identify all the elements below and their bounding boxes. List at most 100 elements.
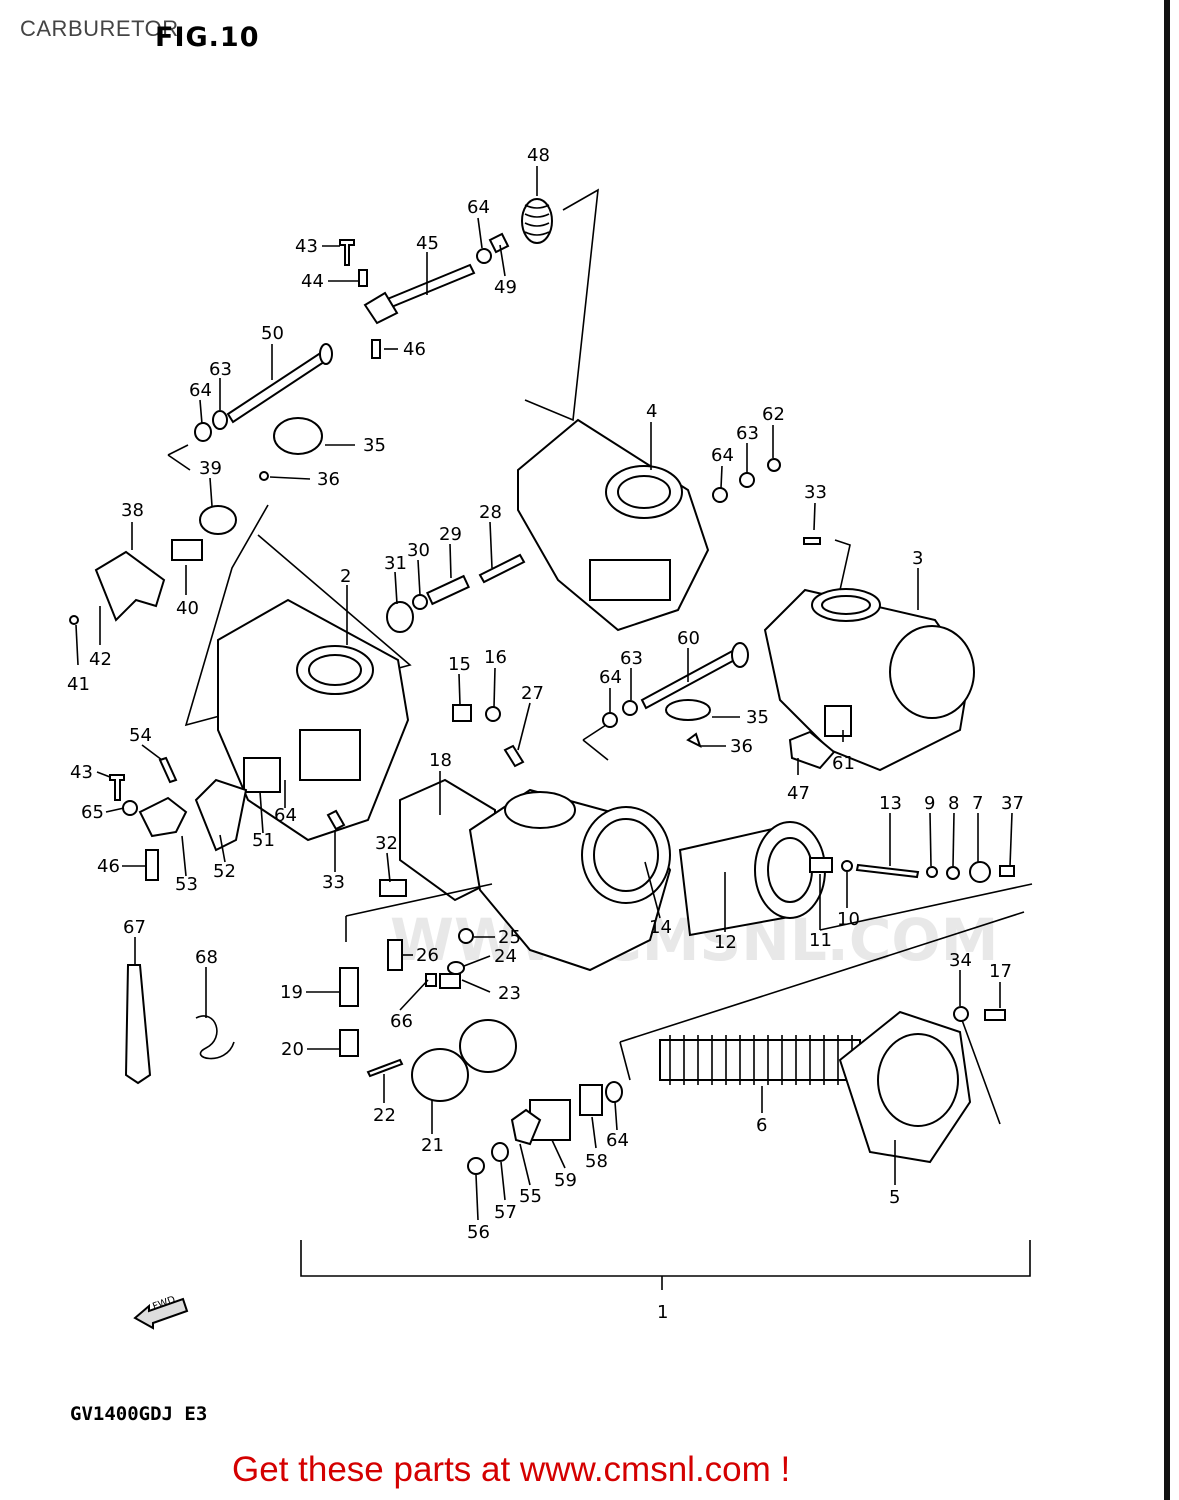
part-number-label: 34 — [949, 950, 972, 971]
fitting-part — [452, 704, 472, 722]
leader-line — [834, 539, 851, 591]
part-number-label: 39 — [199, 458, 222, 479]
part-number-label: 4 — [646, 401, 657, 422]
part-number-label: 33 — [804, 482, 827, 503]
part-number-label: 57 — [494, 1202, 517, 1223]
rod-part — [961, 1019, 1001, 1125]
part-number-label: 16 — [484, 647, 507, 668]
part-number-label: 15 — [448, 654, 471, 675]
part-number-label: 18 — [429, 750, 452, 771]
bracket-part — [788, 730, 836, 770]
washer-part — [412, 594, 428, 610]
part-number-label: 40 — [176, 598, 199, 619]
part-number-label: 44 — [301, 271, 324, 292]
assembly-bracket — [300, 1240, 1031, 1277]
part-number-label: 20 — [281, 1039, 304, 1060]
washer-part — [476, 248, 492, 264]
screw-part — [326, 809, 346, 831]
needle-part — [478, 553, 526, 584]
part-number-label: 62 — [762, 404, 785, 425]
spring-part — [171, 539, 203, 561]
part-number-label: 43 — [70, 762, 93, 783]
part-number-label: 36 — [730, 736, 753, 757]
screw-part — [109, 774, 125, 801]
group-bracket — [345, 883, 493, 917]
part-number-label: 22 — [373, 1105, 396, 1126]
lever-part — [194, 778, 248, 852]
washer-part — [953, 1006, 969, 1022]
part-number-label: 53 — [175, 874, 198, 895]
part-number-label: 64 — [467, 197, 490, 218]
pin-part — [366, 1058, 404, 1078]
part-number-label: 36 — [317, 469, 340, 490]
nut-part — [467, 1157, 485, 1175]
group-bracket — [524, 188, 599, 422]
model-code: GV1400GDJ E3 — [70, 1403, 208, 1425]
part-number-label: 65 — [81, 802, 104, 823]
part-number-label: 48 — [527, 145, 550, 166]
shaft-part — [226, 343, 333, 424]
part-number-label: 61 — [832, 753, 855, 774]
part-number-label: 37 — [1001, 793, 1024, 814]
part-number-label: 6 — [756, 1115, 767, 1136]
part-number-label: 12 — [714, 932, 737, 953]
washer-part — [622, 700, 638, 716]
carburetor-body-part — [399, 778, 672, 972]
part-number-label: 54 — [129, 725, 152, 746]
carburetor-body-part — [517, 418, 710, 632]
part-number-label: 46 — [403, 339, 426, 360]
tool-part — [124, 964, 152, 1085]
group-bracket — [184, 504, 412, 727]
part-number-label: 17 — [989, 961, 1012, 982]
washer-part — [926, 866, 938, 878]
part-number-label: 27 — [521, 683, 544, 704]
part-number-label: 24 — [494, 946, 517, 967]
washer-part — [485, 706, 501, 722]
part-number-label: 56 — [467, 1222, 490, 1243]
part-number-label: 21 — [421, 1135, 444, 1156]
part-number-label: 35 — [746, 707, 769, 728]
jet-part — [387, 939, 403, 971]
part-number-label: 28 — [479, 502, 502, 523]
washer-part — [458, 928, 474, 944]
lever-part — [199, 505, 238, 535]
diaphragm-piston-part — [678, 821, 826, 937]
part-number-label: 58 — [585, 1151, 608, 1172]
washer-part — [194, 422, 212, 442]
part-number-label: 52 — [213, 861, 236, 882]
jet-part — [439, 973, 461, 989]
spring-part — [824, 705, 852, 737]
part-number-label: 26 — [416, 945, 439, 966]
washer-part — [946, 866, 960, 880]
part-number-label: 29 — [439, 524, 462, 545]
washer-part — [491, 1142, 509, 1162]
part-number-label: 41 — [67, 674, 90, 695]
part-number-labels: 48 64 43 45 44 49 46 50 63 64 35 36 39 3… — [67, 145, 1024, 1323]
throttle-plate-part — [665, 699, 711, 721]
part-number-label: 32 — [375, 833, 398, 854]
lever-part — [138, 796, 188, 838]
group-bracket — [167, 444, 189, 456]
washer-part — [712, 487, 728, 503]
part-number-label: 33 — [322, 872, 345, 893]
part-number-label: 3 — [912, 548, 923, 569]
part-number-label: 11 — [809, 930, 832, 951]
jet-part — [425, 973, 437, 987]
collar-part — [579, 1084, 603, 1116]
seat-part — [969, 861, 991, 883]
part-number-label: 14 — [649, 917, 672, 938]
group-bracket — [819, 883, 1033, 931]
page-title: CARBURETOR — [20, 16, 179, 41]
shaft-end-part — [731, 642, 749, 668]
nut-part — [767, 458, 781, 472]
spring-part — [659, 1035, 861, 1085]
promo-link-text[interactable]: Get these parts at www.cmsnl.com ! — [232, 1450, 791, 1489]
part-number-label: 63 — [620, 648, 643, 669]
screw-part — [984, 1009, 1006, 1021]
spring-part — [809, 857, 833, 873]
screw-part — [803, 537, 821, 545]
shaft-part — [640, 646, 744, 710]
part-number-label: 45 — [416, 233, 439, 254]
screw-part — [259, 471, 269, 481]
spring-part — [371, 339, 381, 359]
